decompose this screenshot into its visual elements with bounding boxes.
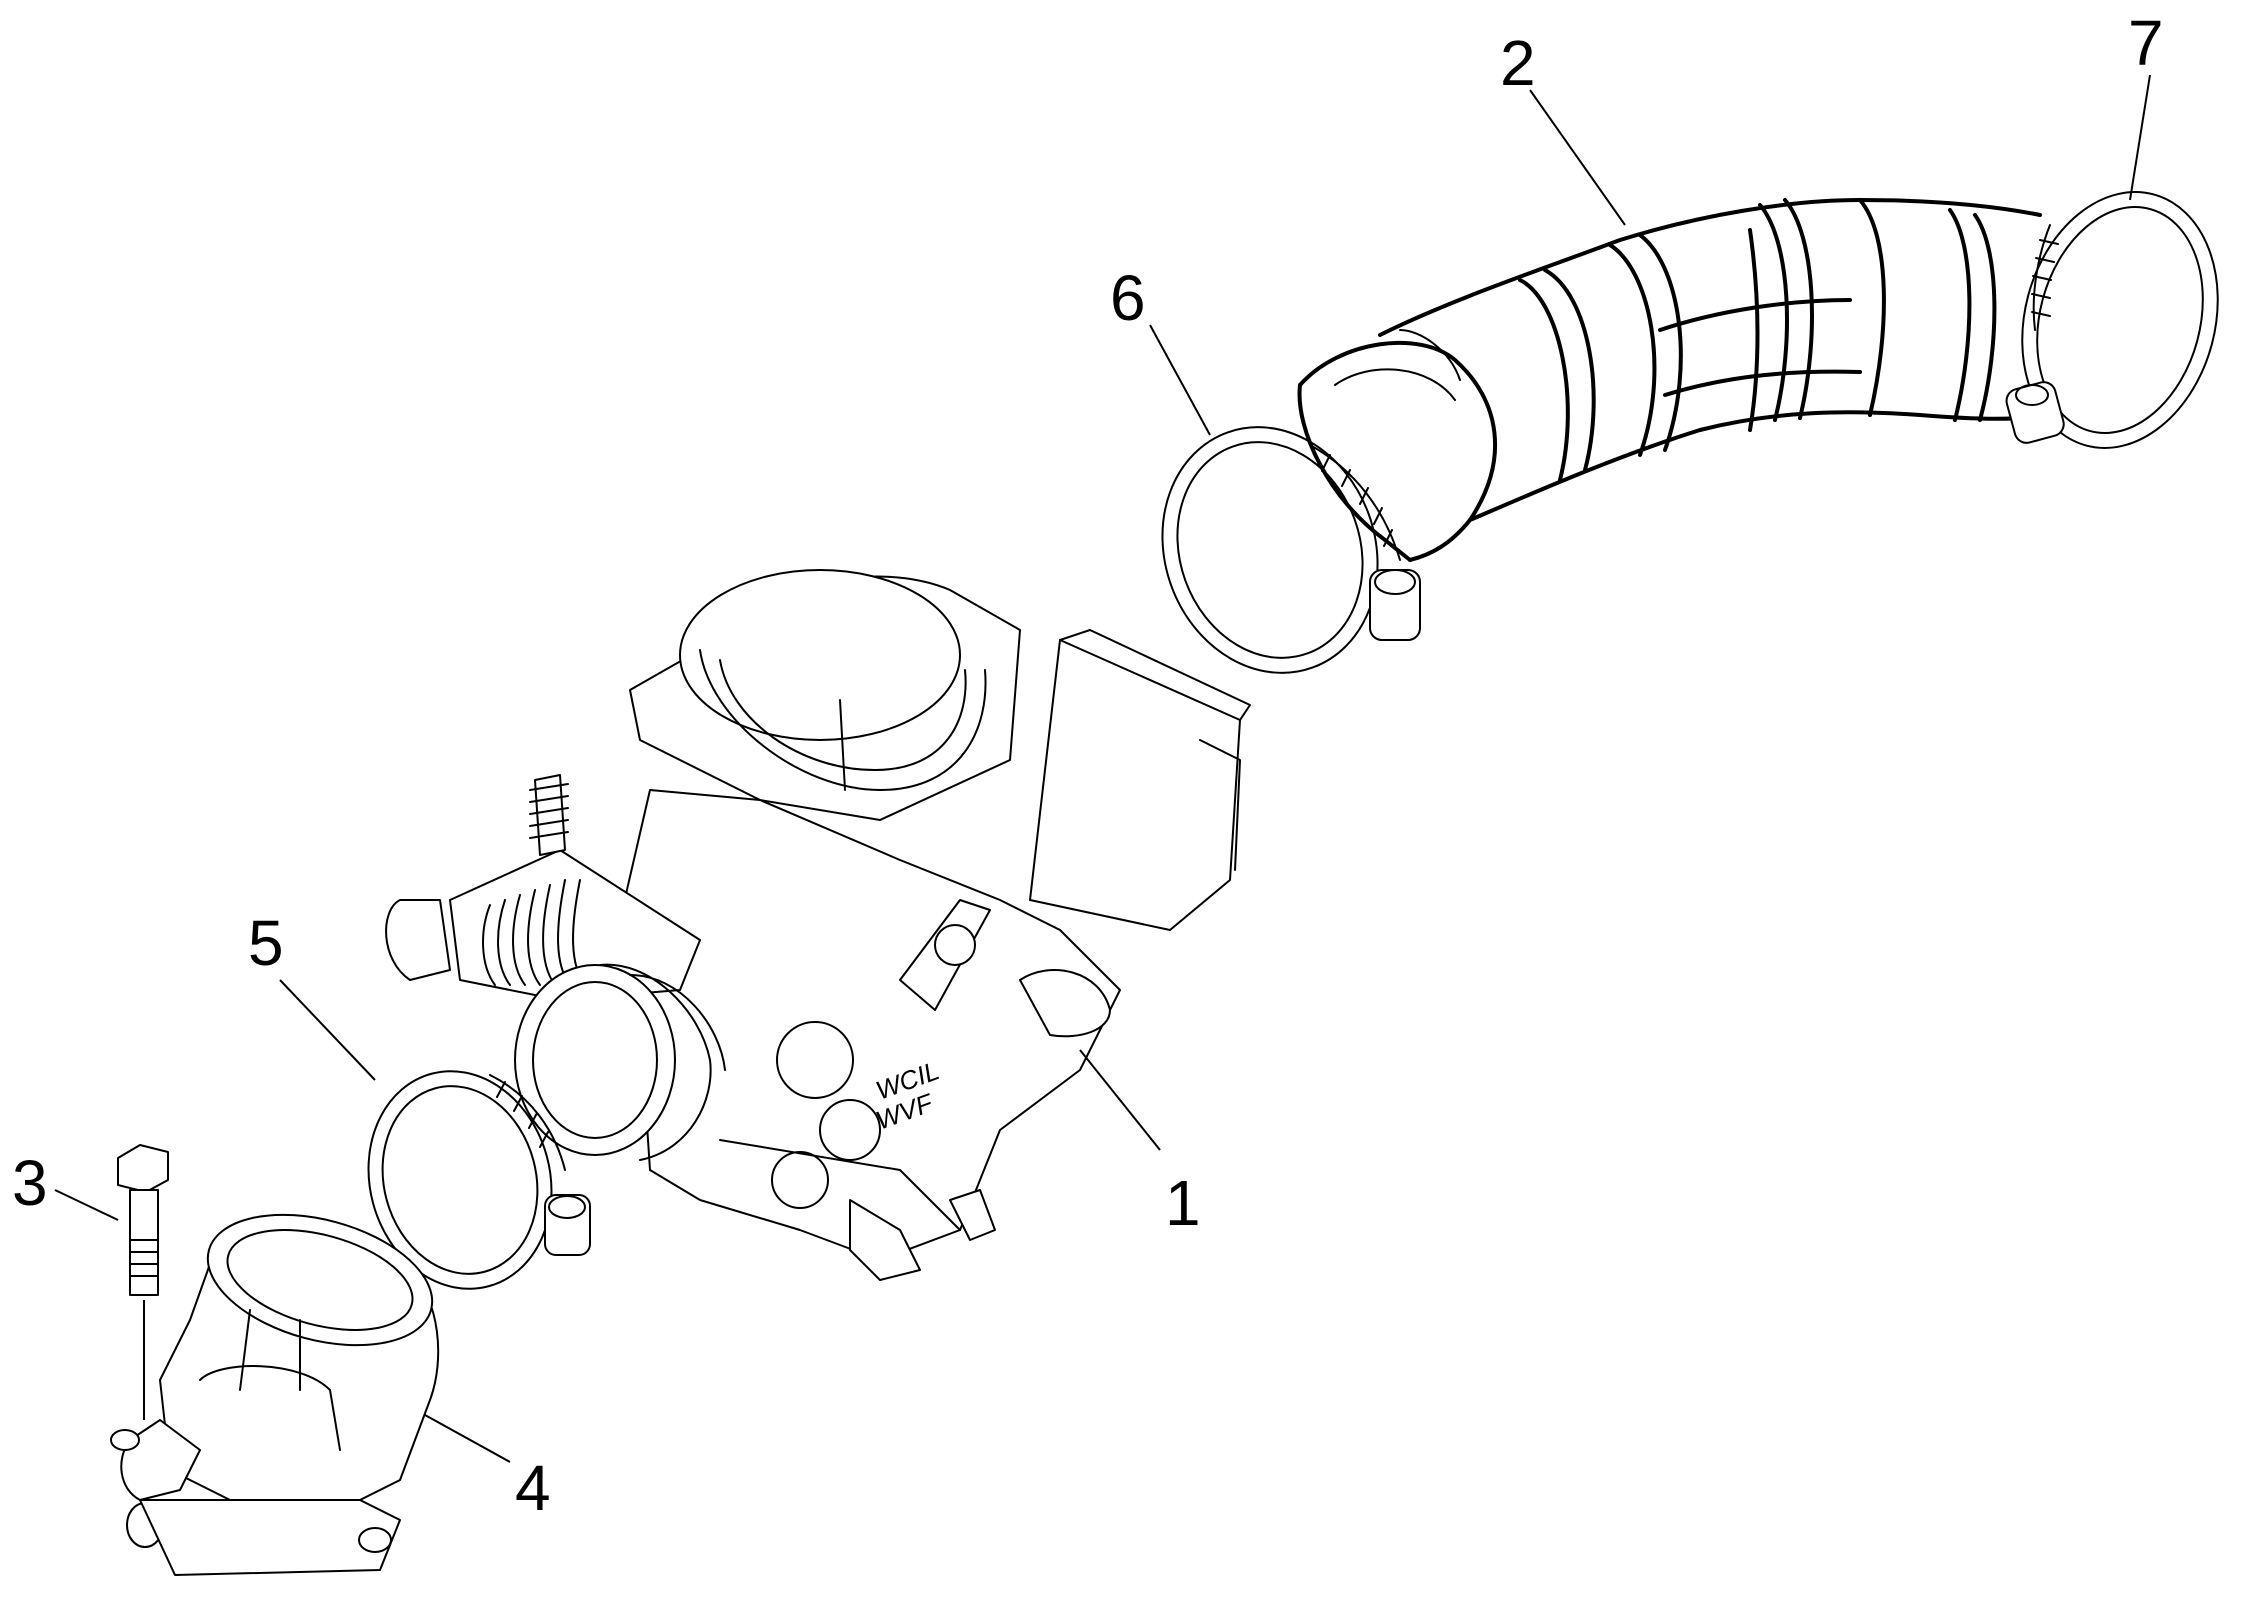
hose-clamp-right: [2005, 191, 2219, 449]
callout-2: 2: [1500, 27, 1536, 99]
bolt: [117, 1144, 169, 1420]
callout-7: 7: [2128, 7, 2164, 79]
callout-5: 5: [248, 907, 284, 979]
carburetor: WCIL WVF: [385, 569, 1251, 1281]
hose-clamp-middle: [1161, 426, 1421, 674]
callout-labels: 1 2 3 4 5 6 7: [12, 7, 2164, 1524]
leader-lines: [54, 74, 2151, 1463]
leader-5: [279, 979, 376, 1081]
leader-6: [1149, 324, 1211, 436]
intake-hose: [1297, 198, 2052, 562]
leader-4: [424, 1414, 511, 1463]
leader-3: [54, 1189, 119, 1221]
hose-clamp-left: [367, 1070, 591, 1290]
callout-3: 3: [12, 1147, 48, 1219]
callout-1: 1: [1165, 1167, 1201, 1239]
leader-7: [2129, 74, 2151, 201]
callout-6: 6: [1110, 262, 1146, 334]
leader-2: [1529, 89, 1626, 226]
callout-4: 4: [515, 1452, 551, 1524]
intake-manifold: [110, 1213, 440, 1576]
leader-1: [1079, 1049, 1161, 1151]
